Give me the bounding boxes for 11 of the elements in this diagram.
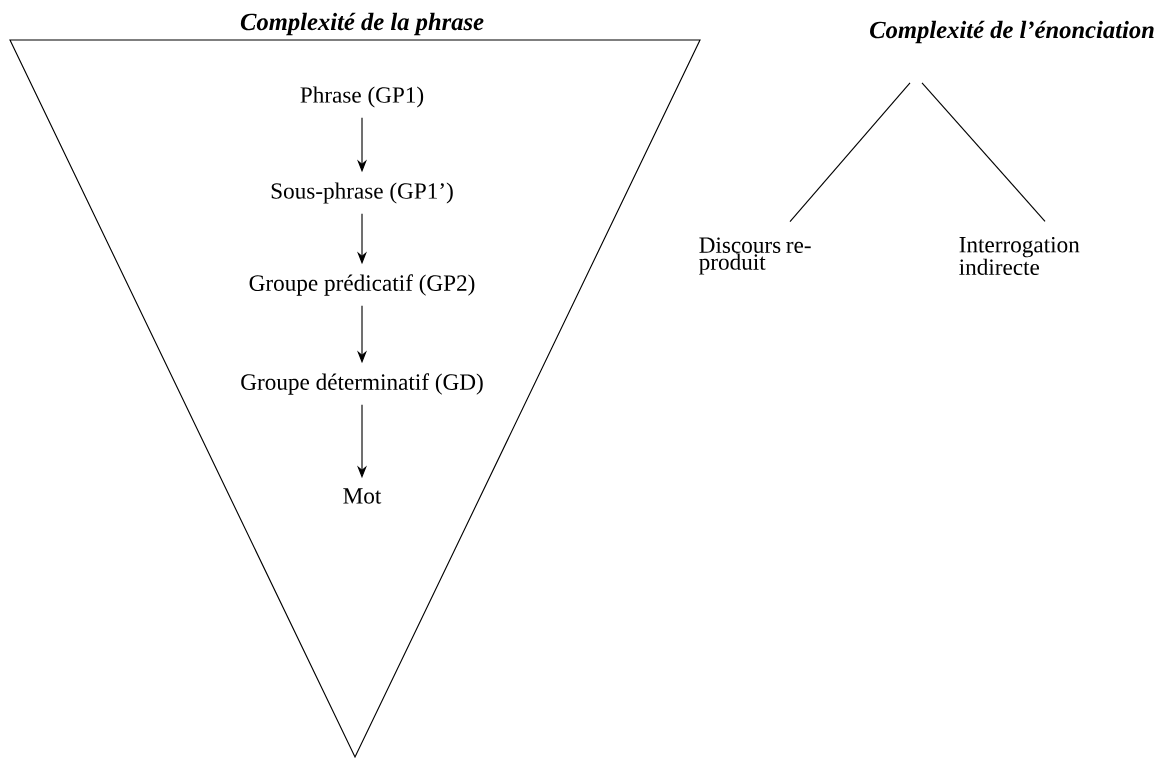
label-text: Groupe prédicatif (GP2) xyxy=(249,274,475,296)
heading: Complexité de la phrase xyxy=(240,12,484,36)
label-text: Phrase (GP1) xyxy=(300,86,424,108)
label-text: Mot xyxy=(343,488,382,504)
label-text: Groupe déterminatif (GD) xyxy=(241,373,483,395)
line xyxy=(789,82,911,223)
heading: Complexité de l’énonciation xyxy=(870,20,1154,44)
label-text: Sous-phrase (GP1’) xyxy=(271,182,453,204)
label-text: Discours re-produit xyxy=(699,237,811,275)
line xyxy=(921,82,1046,222)
label-text: Interrogation indirecte xyxy=(959,236,1080,276)
